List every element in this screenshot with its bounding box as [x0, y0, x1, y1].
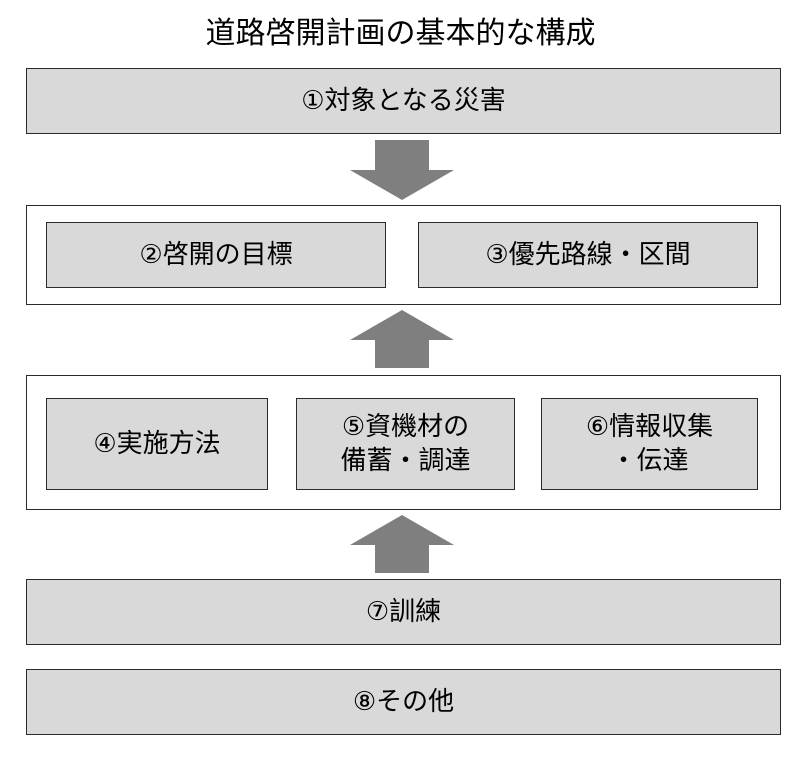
box-other: ⑧その他 [26, 669, 781, 735]
box-implementation-method-label: ④実施方法 [93, 429, 221, 459]
box-restoration-goal: ②啓開の目標 [46, 222, 386, 288]
box-information-sharing: ⑥情報収集 ・伝達 [541, 398, 758, 490]
box-information-sharing-line1: ⑥情報収集 [585, 412, 714, 442]
box-priority-route: ③優先路線・区間 [418, 222, 758, 288]
arrow-up-icon [350, 515, 454, 573]
box-restoration-goal-label: ②啓開の目標 [139, 240, 293, 270]
box-implementation-method: ④実施方法 [46, 398, 268, 490]
box-target-disaster-label: ①対象となる災害 [301, 86, 506, 116]
arrow-down-icon [350, 140, 454, 200]
box-other-label: ⑧その他 [352, 687, 455, 717]
box-equipment-materials-line1: ⑤資機材の [341, 412, 470, 442]
box-target-disaster: ①対象となる災害 [26, 68, 781, 134]
box-equipment-materials-line2: 備蓄・調達 [340, 446, 471, 476]
box-information-sharing-line2: ・伝達 [610, 446, 689, 476]
box-training-label: ⑦訓練 [365, 597, 442, 627]
box-equipment-materials: ⑤資機材の 備蓄・調達 [296, 398, 515, 490]
arrow-up-icon [350, 310, 454, 368]
diagram-title: 道路啓開計画の基本的な構成 [205, 16, 596, 51]
box-training: ⑦訓練 [26, 579, 781, 645]
box-priority-route-label: ③優先路線・区間 [485, 240, 691, 270]
